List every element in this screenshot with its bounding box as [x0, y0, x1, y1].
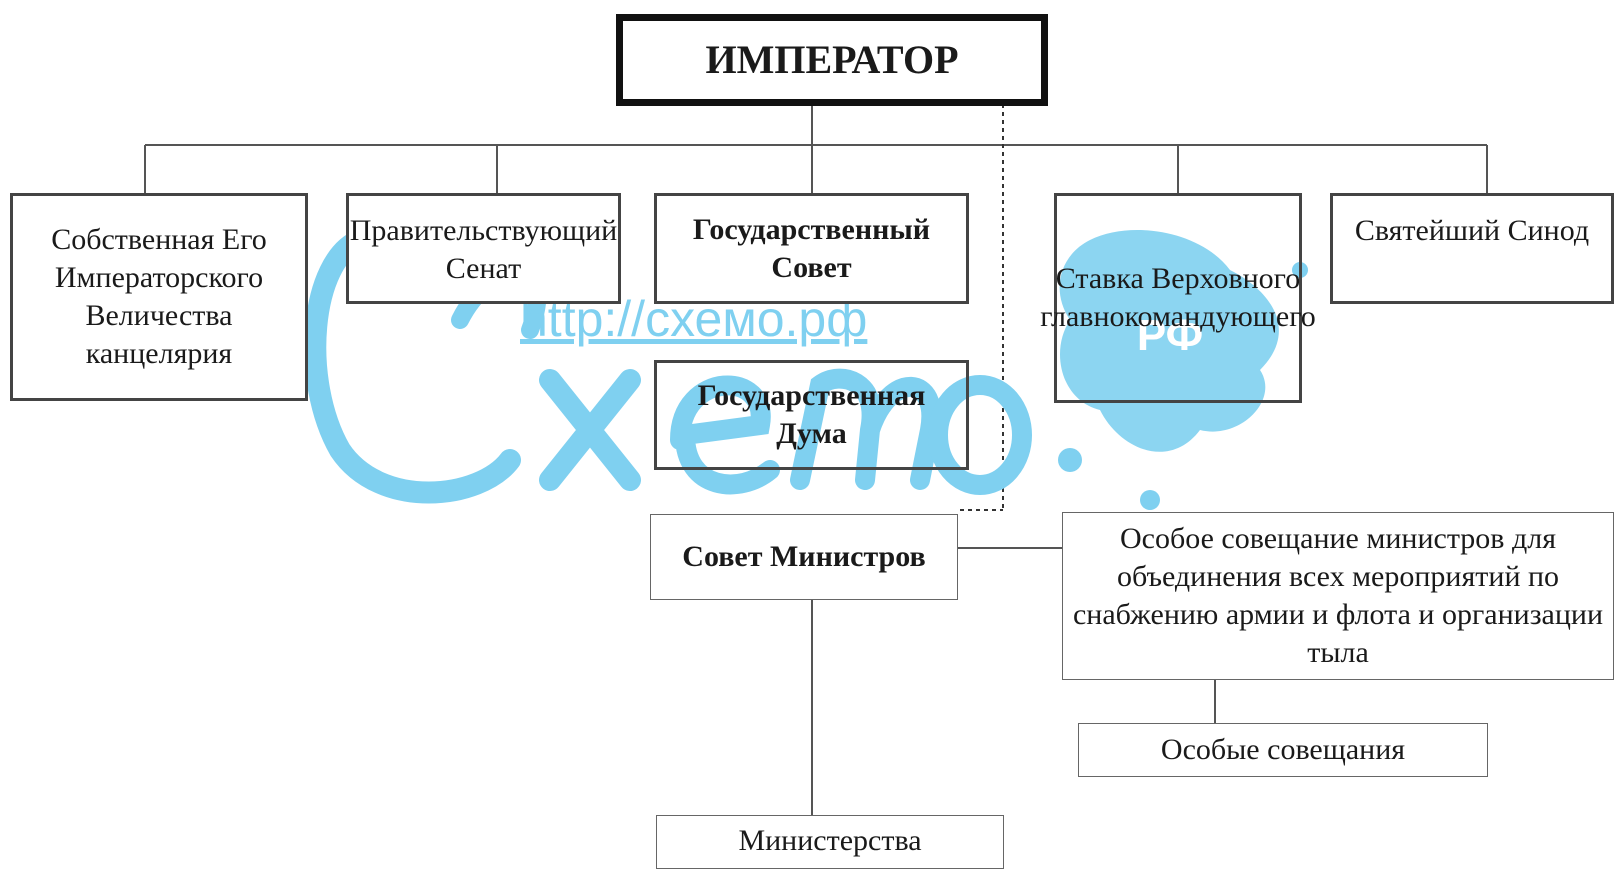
watermark-letter-x: [539, 369, 641, 491]
node-special-meeting-label: Особое совещание министров для объединен…: [1072, 522, 1604, 669]
node-senate-label: Правительствующий Сенат: [349, 214, 618, 285]
node-synod: Святейший Синод: [1330, 193, 1614, 304]
node-council-of-ministers: Совет Министров: [650, 514, 958, 600]
node-chancellery-label: Собственная Его Императорского Величеств…: [51, 223, 267, 370]
node-special-meetings: Особые совещания: [1078, 723, 1488, 777]
node-senate: Правительствующий Сенат: [346, 193, 621, 304]
node-chancellery: Собственная Его Императорского Величеств…: [10, 193, 308, 401]
watermark-splash-1: [1058, 448, 1082, 472]
watermark-badge-text: РФ: [1137, 311, 1203, 360]
node-emperor-label: ИМПЕРАТОР: [705, 37, 959, 82]
watermark-letter-e: [670, 375, 780, 495]
node-stavka-label: Ставка Верховного главнокомандующего: [1040, 262, 1316, 333]
watermark-blot: [1059, 230, 1279, 452]
node-stavka: Ставка Верховного главнокомандующего: [1040, 193, 1316, 403]
node-state-duma: Государственная Дума: [654, 360, 969, 470]
watermark-splash-3: [1140, 490, 1160, 510]
watermark-letter-c: [304, 229, 521, 504]
node-state-council-label: Государственный Совет: [692, 212, 931, 284]
node-emperor: ИМПЕРАТОР: [616, 14, 1048, 106]
node-special-meeting: Особое совещание министров для объединен…: [1062, 512, 1614, 680]
node-ministries-label: Министерства: [738, 824, 922, 857]
node-synod-label: Святейший Синод: [1354, 214, 1590, 247]
node-state-duma-label: Государственная Дума: [697, 379, 926, 450]
watermark-letter-o: [928, 375, 1032, 495]
node-state-council: Государственный Совет: [654, 193, 969, 304]
node-council-of-ministers-label: Совет Министров: [682, 540, 926, 573]
node-special-meetings-label: Особые совещания: [1160, 733, 1406, 766]
node-ministries: Министерства: [656, 815, 1004, 869]
